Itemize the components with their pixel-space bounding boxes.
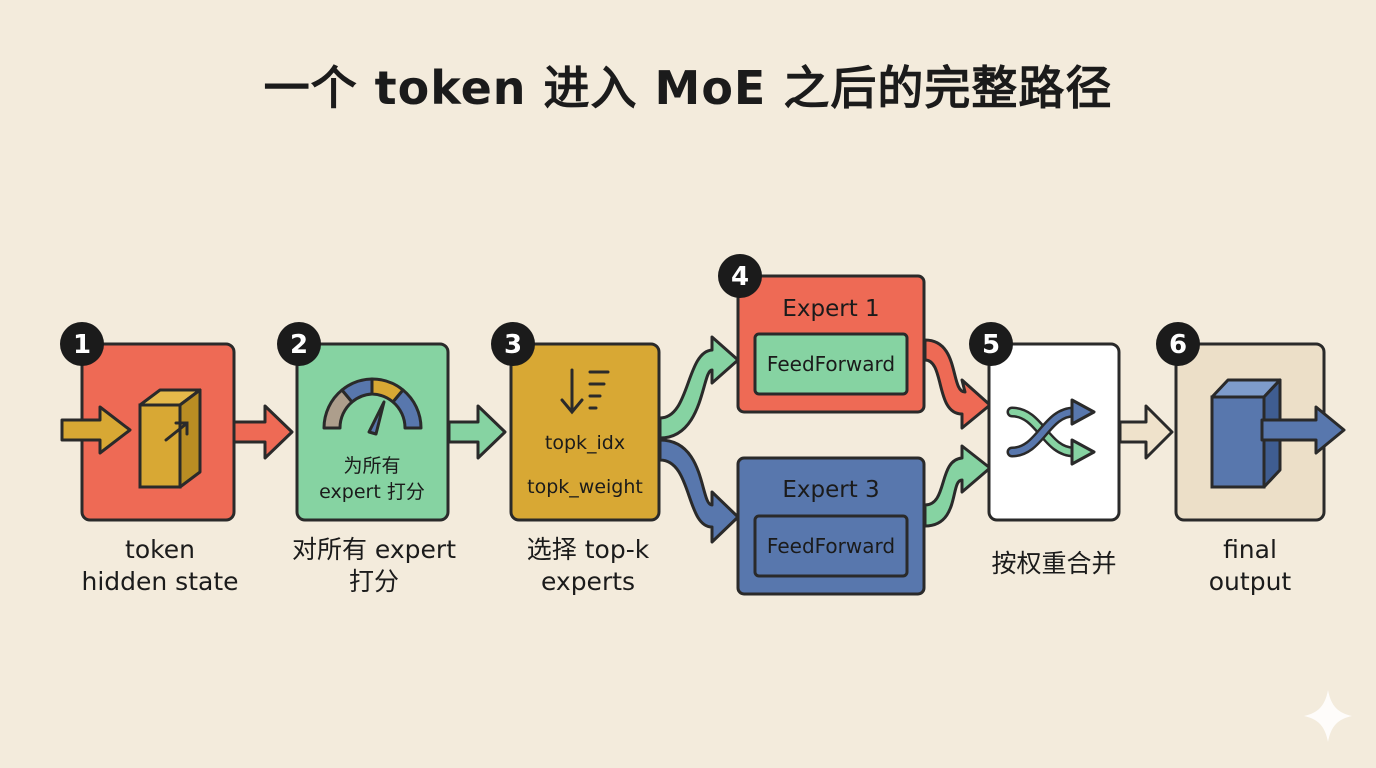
sparkle-icon	[1304, 690, 1352, 742]
step-3-inner-line-2: topk_weight	[527, 476, 643, 498]
step-2-number: 2	[290, 330, 308, 360]
step-5-box	[987, 342, 1121, 522]
step-3-caption: 选择 top-k experts	[490, 534, 686, 598]
expert-3-name: Expert 3	[782, 477, 879, 503]
step-4-number: 4	[731, 262, 749, 292]
step-2-caption: 对所有 expert 打分	[272, 534, 476, 598]
expert-1-name: Expert 1	[782, 296, 879, 322]
sort-descending-icon	[560, 368, 610, 415]
step-6-badge: 6	[1156, 322, 1200, 366]
page-title: 一个 token 进入 MoE 之后的完整路径	[263, 61, 1113, 115]
step-6-number: 6	[1169, 330, 1187, 360]
arrow-3-to-expert-1	[658, 335, 740, 440]
expert-1-module: FeedForward	[767, 352, 895, 376]
expert-1-module-box	[753, 332, 909, 396]
step-1-caption: token hidden state	[62, 534, 258, 598]
step-6-caption: final output	[1160, 534, 1340, 598]
input-arrow	[60, 405, 132, 455]
step-3-inner-line-1: topk_idx	[545, 432, 625, 454]
arrow-5-to-6	[1118, 404, 1174, 460]
arrow-expert-3-to-merge	[923, 444, 992, 528]
arrow-3-to-expert-3	[658, 438, 740, 544]
step-3-caption-line-1: 选择 top-k	[526, 535, 650, 564]
token-block-icon	[138, 388, 202, 489]
step-5-number: 5	[982, 330, 1000, 360]
step-5-badge: 5	[969, 322, 1013, 366]
step-2-inner-line-1: 为所有	[343, 455, 400, 477]
step-3-box	[509, 342, 661, 522]
step-5-caption: 按权重合并	[964, 548, 1144, 580]
step-2-caption-line-2: 打分	[348, 567, 399, 596]
step-1-caption-line-2: hidden state	[81, 567, 239, 596]
step-3-number: 3	[504, 330, 522, 360]
gauge-icon	[322, 377, 423, 436]
expert-3-module-box	[753, 514, 909, 578]
output-arrow	[1260, 405, 1346, 455]
step-1-badge: 1	[60, 322, 104, 366]
step-1-number: 1	[73, 330, 91, 360]
step-6-caption-line-1: final	[1223, 535, 1277, 564]
arrow-1-to-2	[232, 404, 294, 460]
arrow-2-to-3	[447, 404, 507, 460]
step-2-badge: 2	[277, 322, 321, 366]
step-2-inner-line-2: expert 打分	[319, 481, 425, 503]
shuffle-merge-icon	[1006, 398, 1096, 466]
step-4-badge: 4	[718, 254, 762, 298]
step-2-caption-line-1: 对所有 expert	[291, 535, 456, 564]
step-3-caption-line-2: experts	[540, 567, 636, 596]
arrow-expert-1-to-merge	[923, 338, 992, 430]
expert-3-module: FeedForward	[767, 534, 895, 558]
step-5-caption-line-1: 按权重合并	[991, 549, 1117, 578]
step-1-caption-line-1: token	[125, 535, 195, 564]
step-3-badge: 3	[491, 322, 535, 366]
step-6-caption-line-2: output	[1208, 567, 1292, 596]
